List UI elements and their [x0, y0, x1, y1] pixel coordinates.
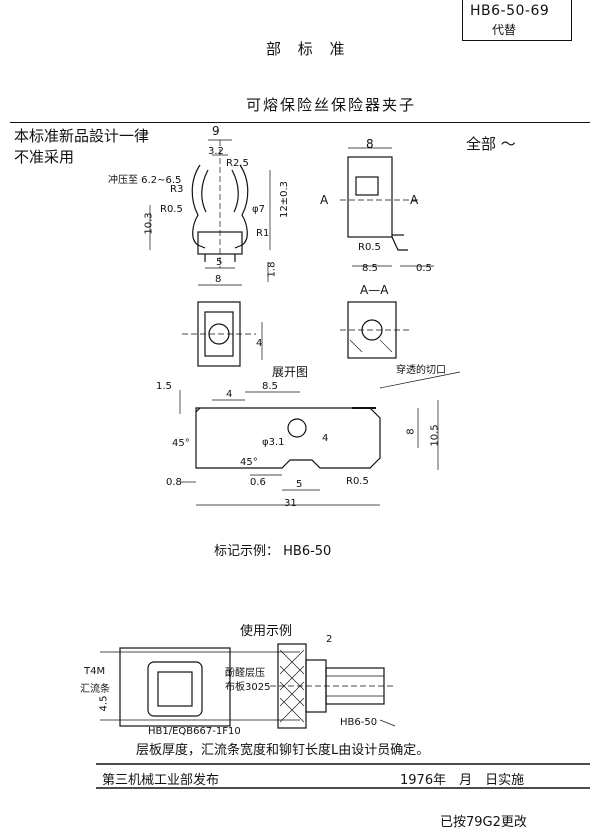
usage-t4m: T4M	[84, 666, 106, 677]
note-line-2: 不准采用	[14, 148, 75, 166]
cut-note: 穿透的切口	[396, 365, 446, 376]
dim-0-5-side: 0.5	[416, 263, 432, 274]
flat-pattern-title: 展开图	[272, 365, 309, 379]
dim-12: 12±0.3	[279, 180, 291, 219]
dim-31: 31	[284, 498, 297, 509]
dim-4-front: 4	[256, 338, 263, 349]
section-mark-a-left: A	[320, 193, 329, 207]
dim-1-5: 1.5	[156, 381, 172, 392]
dim-4-mid: 4	[322, 433, 329, 444]
dim-10-3: 10.3	[143, 212, 155, 235]
change-note: 已按79G2更改	[440, 815, 527, 830]
dim-8-right: 8	[405, 428, 417, 435]
dim-8-side: 8	[366, 137, 374, 151]
angle-45-a: 45°	[172, 438, 190, 449]
dim-10-5: 10.5	[429, 424, 441, 447]
dim-0-8: 0.8	[166, 477, 182, 488]
usage-board: 布板3025	[225, 682, 271, 693]
diameter-7: φ7	[252, 204, 265, 215]
dim-9: 9	[212, 124, 220, 138]
dim-8: 8	[215, 274, 222, 285]
department-title: 部 标 准	[266, 40, 351, 58]
title-rule	[10, 122, 590, 123]
usage-title: 使用示例	[240, 624, 293, 639]
dim-5: 5	[216, 257, 223, 268]
radius-0-5-flat: R0.5	[346, 476, 369, 487]
stamp-depth: 冲压至 6.2~6.5	[108, 175, 182, 186]
bottom-note: 层板厚度，汇流条宽度和铆钉长度L由设计员确定。	[136, 743, 430, 758]
radius-0-5-side: R0.5	[358, 242, 381, 253]
marking-example: 标记示例： HB6-50	[214, 544, 332, 559]
usage-dim-4-5: 4.5	[98, 695, 110, 712]
diameter-3: φ3.1	[262, 437, 285, 448]
usage-dim-2: 2	[326, 634, 333, 645]
standard-code: HB6-50-69	[470, 3, 550, 19]
section-title-aa: A—A	[360, 283, 389, 297]
radius-0-5-a: R0.5	[160, 204, 183, 215]
replaces-label: 代替	[492, 23, 517, 37]
usage-rivet-spec: HB1/EQB667-1F10	[148, 726, 241, 737]
usage-busbar: 汇流条	[80, 684, 110, 695]
angle-45-b: 45°	[240, 457, 258, 468]
note-line-1: 本标准新品設计一律	[14, 127, 150, 145]
radius-2-5: R2.5	[226, 158, 249, 169]
dim-3-2: 3.2	[208, 146, 224, 157]
dim-1-8: 1.8	[266, 261, 278, 278]
usage-bakelite: 酚醛层压	[225, 668, 265, 679]
clip-left-wing	[191, 164, 206, 249]
dim-4-flat: 4	[226, 389, 233, 400]
dim-5-flat: 5	[296, 479, 303, 490]
dim-8-5-flat: 8.5	[262, 381, 278, 392]
surface-finish: 全部 ～	[466, 135, 516, 153]
clip-right-wing	[234, 164, 249, 249]
page-title: 可熔保险丝保险器夹子	[246, 96, 417, 114]
dim-8-5-side: 8.5	[362, 263, 378, 274]
dim-0-6: 0.6	[250, 477, 266, 488]
radius-3: R3	[170, 184, 184, 195]
publisher: 第三机械工业部发布	[102, 773, 220, 788]
standard-code-box	[462, 0, 572, 41]
radius-1: R1	[256, 228, 270, 239]
effective-date: 1976年 月 日实施	[400, 773, 525, 788]
usage-part: HB6-50	[340, 717, 378, 728]
section-mark-a-right: A	[410, 193, 419, 207]
